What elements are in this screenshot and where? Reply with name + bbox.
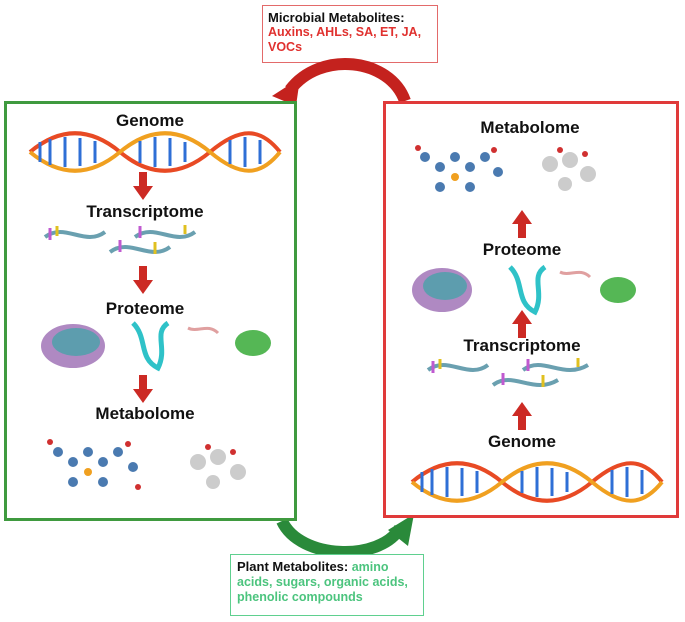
left-transcriptome-rna-icon	[43, 225, 197, 254]
left-transcriptome-label: Transcriptome	[86, 202, 204, 221]
right-metabolome-label: Metabolome	[480, 118, 580, 137]
right-arrow-up-3	[512, 402, 532, 430]
left-proteome-label: Proteome	[105, 299, 185, 318]
left-protein-structures-icon	[41, 320, 271, 372]
left-metabolite-molecules-icon	[47, 439, 246, 490]
right-arrow-up-1	[512, 210, 532, 238]
right-arrow-up-2	[512, 310, 532, 338]
microbial-metabolites-title: Microbial Metabolites:	[268, 10, 405, 25]
right-genome-dna-icon	[410, 461, 664, 503]
right-transcriptome-rna-icon	[426, 358, 590, 387]
right-genome-label: Genome	[487, 432, 557, 451]
right-transcriptome-label: Transcriptome	[463, 336, 581, 355]
plant-metabolites-callout: Plant Metabolites: amino acids, sugars, …	[230, 554, 424, 616]
left-genome-dna-icon	[28, 131, 282, 173]
right-proteome-label: Proteome	[482, 240, 562, 259]
microbe-to-plant-arrow	[272, 58, 411, 106]
left-genome-label: Genome	[115, 111, 185, 130]
left-metabolome-label: Metabolome	[95, 404, 195, 423]
left-arrow-down-3	[133, 375, 153, 403]
microbial-metabolites-callout: Microbial Metabolites: Auxins, AHLs, SA,…	[262, 5, 438, 63]
right-metabolite-molecules-icon	[415, 145, 596, 192]
left-arrow-down-1	[133, 172, 153, 200]
plant-metabolites-title: Plant Metabolites:	[237, 559, 349, 574]
plant-metabolites-list: amino acids, sugars, organic acids, phen…	[237, 560, 408, 604]
left-arrow-down-2	[133, 266, 153, 294]
microbial-metabolites-list: Auxins, AHLs, SA, ET, JA, VOCs	[268, 25, 422, 54]
right-protein-structures-icon	[412, 264, 636, 316]
